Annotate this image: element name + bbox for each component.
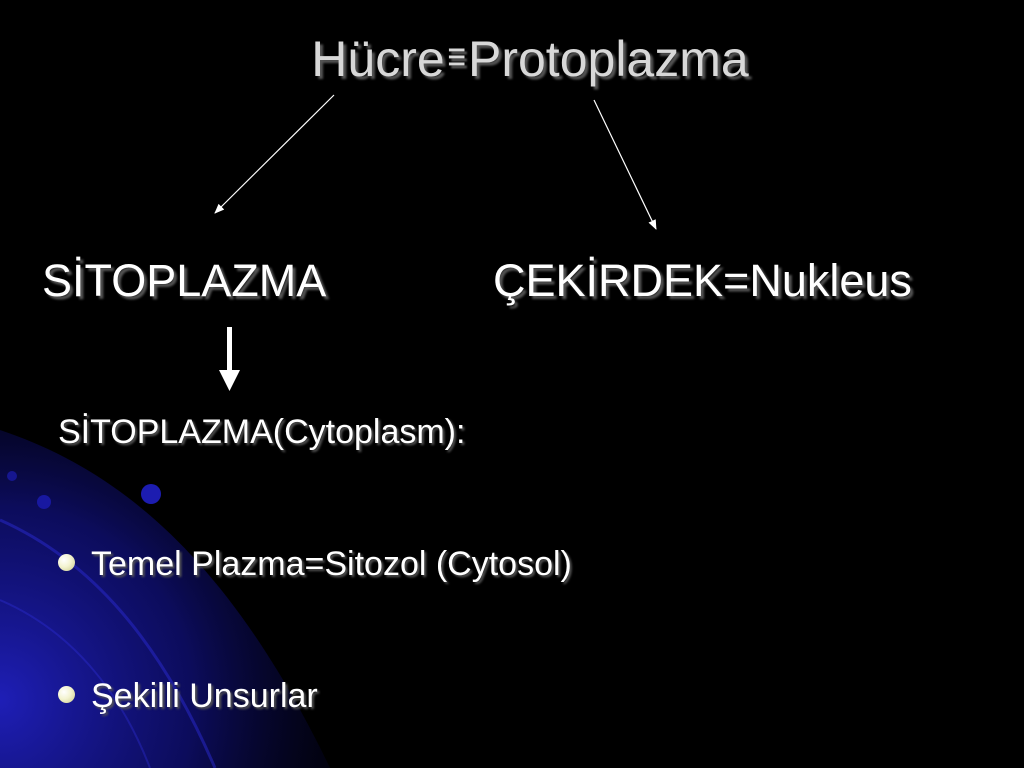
title-left: Hücre: [311, 31, 445, 87]
arrow-to-sitoplazma: [214, 94, 335, 214]
heading-sitoplazma: SİTOPLAZMA: [42, 255, 327, 306]
identical-symbol: ≡: [446, 35, 466, 79]
round-bullet-icon: [58, 554, 75, 571]
bullet-text: Temel Plazma=Sitozol (Cytosol): [91, 545, 572, 583]
arrow-to-cekirdek: [593, 99, 657, 230]
arrow-down-to-subtitle: [219, 327, 240, 391]
title-right: Protoplazma: [468, 31, 749, 87]
bullet-item: Şekilli Unsurlar: [58, 677, 318, 716]
bullet-item: Temel Plazma=Sitozol (Cytosol): [58, 545, 572, 584]
bullet-text: Şekilli Unsurlar: [91, 677, 318, 715]
round-bullet-icon: [58, 686, 75, 703]
slide-title: Hücre≡Protoplazma: [0, 30, 1024, 88]
heading-cekirdek: ÇEKİRDEK=Nukleus: [493, 255, 912, 306]
subtitle-cytoplasm: SİTOPLAZMA(Cytoplasm):: [58, 413, 466, 451]
